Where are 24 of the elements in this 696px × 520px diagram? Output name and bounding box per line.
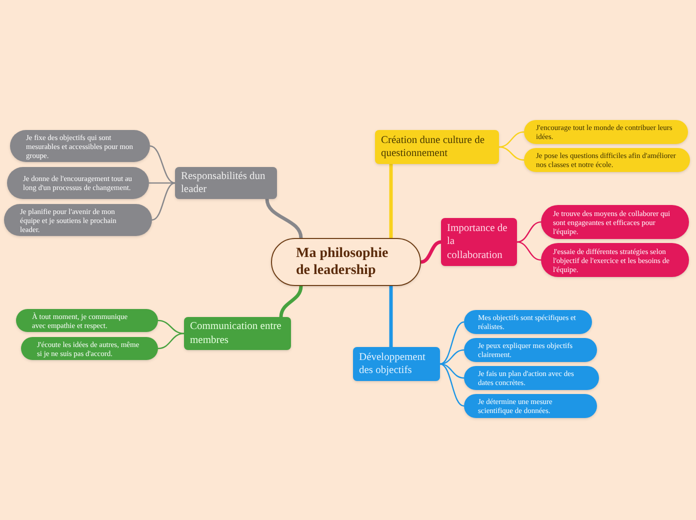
branch-topic: Création dune culture de questionnement [375, 130, 499, 164]
branch-topic: Développement des objectifs [353, 347, 440, 381]
connector-line [516, 241, 542, 261]
connector-line [440, 349, 464, 365]
connector-line [152, 182, 176, 221]
connector-line [498, 146, 524, 161]
branch-topic: Responsabilités dun leader [175, 167, 277, 199]
connector-line [158, 332, 184, 350]
branch-topic: Importance de la collaboration [441, 218, 517, 266]
connector-line [440, 363, 464, 407]
connector-line [440, 321, 464, 365]
connector-line [389, 286, 393, 347]
connector-line [389, 164, 393, 238]
connector-line [516, 221, 542, 243]
connector-line [420, 240, 442, 264]
connector-line [158, 320, 184, 334]
connector-line [279, 286, 303, 318]
connector-line [265, 198, 303, 238]
branch-topic: Communication entre membres [184, 317, 291, 350]
connector-line [440, 363, 464, 379]
connector-line [149, 182, 175, 184]
central-topic: Ma philosophie de leadership [271, 238, 421, 286]
connector-line [498, 131, 524, 148]
connector-line [150, 145, 176, 184]
